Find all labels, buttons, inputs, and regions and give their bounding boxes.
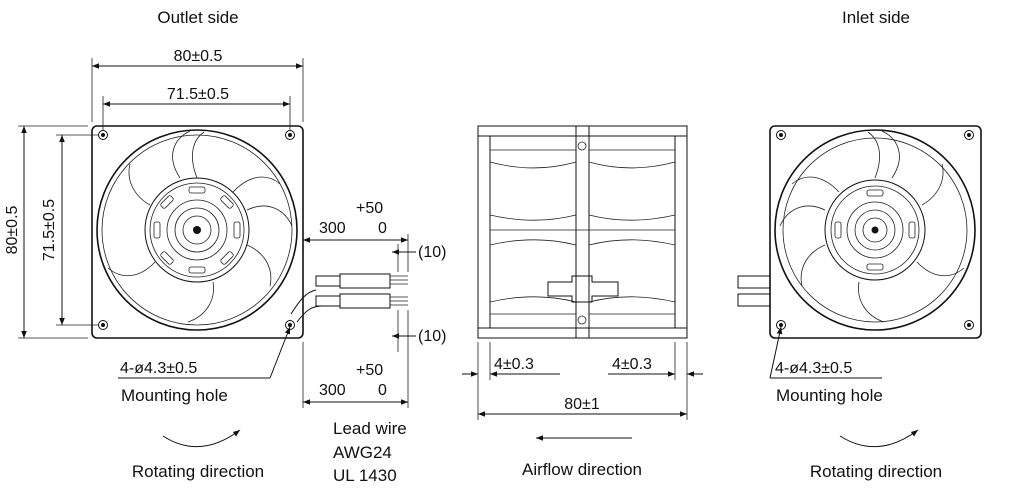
inlet-rotating-direction-label: Rotating direction (810, 462, 942, 481)
side-view: 4±0.3 4±0.3 80±1 Airflow direction (462, 125, 703, 479)
lead-length-top-label: 300 (319, 220, 346, 237)
side-wire-exit (547, 275, 619, 303)
inlet-frame (769, 125, 982, 339)
outlet-hub-slots (153, 186, 241, 274)
rotation-arrow-icon (162, 429, 241, 448)
wire-standard-label: UL 1430 (333, 466, 397, 485)
hole-pitch-height-label: 71.5±0.5 (41, 199, 58, 261)
outlet-frame (91, 125, 304, 339)
mounting-hole-icon (98, 130, 108, 140)
lead-length-bottom-label: 300 (319, 382, 346, 399)
lead-tol-bottom-plus: +50 (356, 362, 383, 379)
outlet-mounting-hole-label: Mounting hole (121, 386, 228, 405)
strip-top-label: (10) (418, 244, 446, 261)
airflow-direction-label: Airflow direction (522, 460, 642, 479)
mounting-hole-icon (964, 130, 974, 140)
inlet-side-title: Inlet side (842, 8, 910, 27)
flange-left-label: 4±0.3 (494, 356, 534, 373)
outlet-shaft (193, 226, 201, 234)
outer-height-label: 80±0.5 (4, 205, 21, 254)
lead-wires (290, 273, 408, 323)
mounting-hole-icon (964, 320, 974, 330)
rotation-arrow-icon (839, 429, 919, 448)
inlet-wire-stub (737, 275, 771, 289)
lead-tol-bottom-minus: 0 (378, 382, 387, 399)
inlet-shaft (871, 226, 879, 234)
outlet-hub (144, 177, 250, 283)
lead-tol-top-plus: +50 (356, 200, 383, 217)
outlet-rotating-direction-label: Rotating direction (132, 462, 264, 481)
wire-gauge-label: AWG24 (333, 443, 392, 462)
inlet-hole-spec: 4-ø4.3±0.5 (775, 360, 852, 377)
mounting-hole-icon (776, 130, 786, 140)
inlet-mounting-holes (776, 130, 974, 330)
outlet-side-view: Outlet side (4, 8, 446, 485)
inlet-venturi (774, 129, 976, 331)
bottom-flange (477, 327, 688, 339)
hole-pitch-width-label: 71.5±0.5 (167, 86, 229, 103)
outlet-venturi (96, 129, 298, 331)
lead-tol-top-minus: 0 (378, 220, 387, 237)
inlet-mounting-hole-label: Mounting hole (776, 386, 883, 405)
depth-label: 80±1 (564, 396, 600, 413)
strip-bottom-label: (10) (418, 328, 446, 345)
top-flange (477, 125, 688, 137)
inlet-blades (779, 130, 965, 323)
mounting-hole-icon (98, 320, 108, 330)
lead-wire-label: Lead wire (333, 419, 407, 438)
inlet-hub (824, 179, 926, 281)
outlet-side-title: Outlet side (157, 8, 238, 27)
mounting-hole-icon (285, 130, 295, 140)
outlet-hole-spec: 4-ø4.3±0.5 (120, 360, 197, 377)
outlet-mounting-holes (98, 130, 295, 330)
outer-width-label: 80±0.5 (174, 48, 223, 65)
outlet-blades (107, 130, 293, 323)
inlet-hub-slots (834, 189, 916, 271)
inlet-side-view: Inlet side (737, 8, 982, 481)
flange-right-label: 4±0.3 (612, 356, 652, 373)
